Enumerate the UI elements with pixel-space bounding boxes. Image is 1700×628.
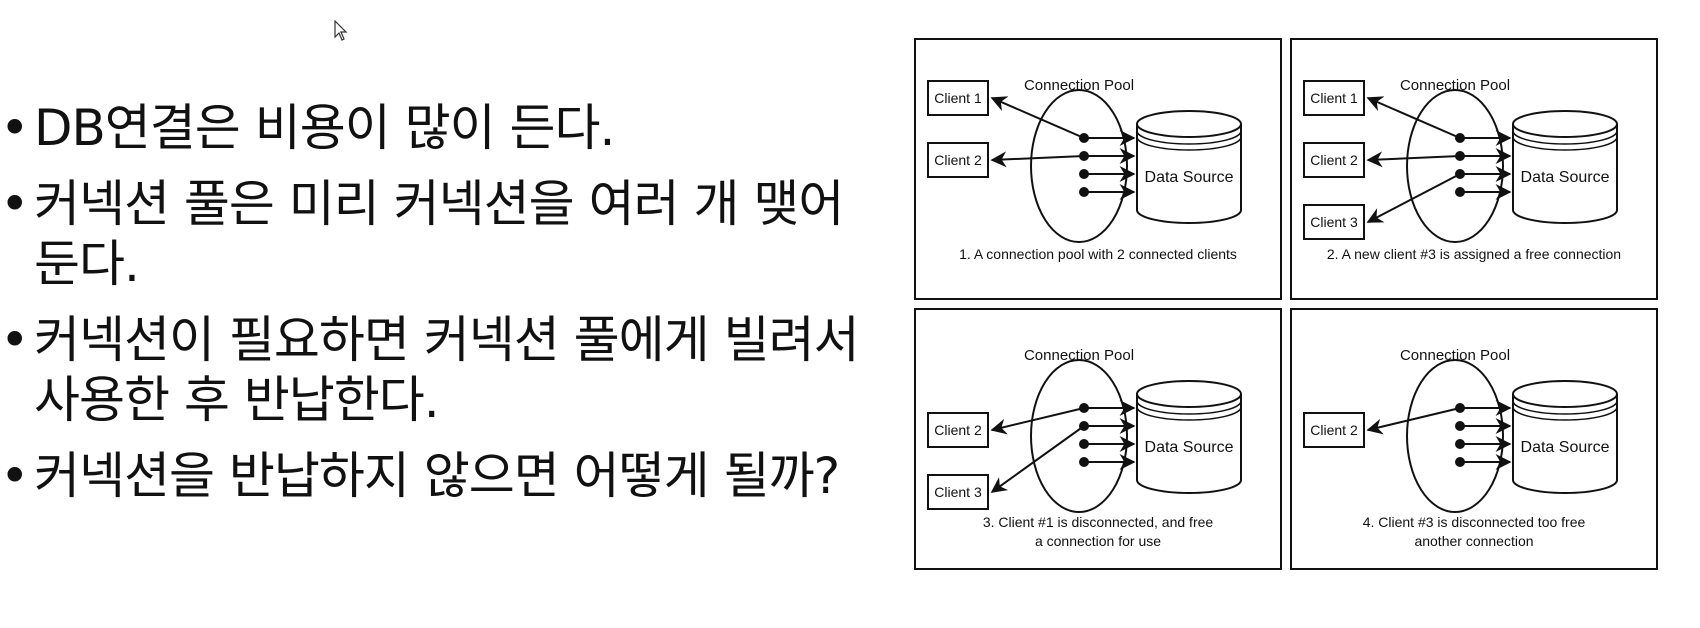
data-source-label: Data Source [1145, 439, 1234, 456]
client-label: Client 2 [1310, 422, 1358, 438]
pool-label: Connection Pool [1024, 347, 1134, 364]
client-box [927, 474, 989, 510]
database-ring [1136, 406, 1242, 421]
database-ring [1512, 406, 1618, 421]
database-ring [1512, 136, 1618, 151]
pool-label: Connection Pool [1400, 77, 1510, 94]
client-link-arrow [990, 407, 1085, 435]
client-label: Client 1 [934, 90, 982, 106]
bullet-item: 커넥션 풀은 미리 커넥션을 여러 개 맺어 둔다. [0, 174, 880, 294]
client-label: Client 1 [1310, 90, 1358, 106]
client-link-arrow [1366, 151, 1461, 168]
client-label: Client 2 [934, 152, 982, 168]
client-box [927, 142, 989, 178]
panel-caption: another connection [1414, 533, 1533, 549]
pool-label: Connection Pool [1024, 77, 1134, 94]
client-box [1303, 204, 1365, 240]
database-top [1136, 380, 1242, 408]
client-box [1303, 142, 1365, 178]
bullet-item: DB연결은 비용이 많이 든다. [0, 98, 880, 158]
database-ring [1136, 400, 1242, 415]
bullet-item: 커넥션이 필요하면 커넥션 풀에게 빌려서 사용한 후 반납한다. [0, 310, 880, 430]
client-label: Client 3 [934, 484, 982, 500]
client-box [1303, 412, 1365, 448]
client-link-arrow [990, 96, 1085, 139]
client-link-arrow [990, 151, 1085, 168]
mouse-pointer-icon [334, 20, 348, 41]
data-source-label: Data Source [1521, 169, 1610, 186]
database-ring [1512, 400, 1618, 415]
panel-caption: 4. Client #3 is disconnected too free [1363, 514, 1586, 530]
client-link-arrow [1366, 173, 1461, 223]
database-top [1512, 380, 1618, 408]
bullet-list: DB연결은 비용이 많이 든다. 커넥션 풀은 미리 커넥션을 여러 개 맺어 … [0, 98, 880, 522]
client-link-arrow [1366, 96, 1461, 139]
data-source-label: Data Source [1521, 439, 1610, 456]
client-label: Client 2 [1310, 152, 1358, 168]
pool-label: Connection Pool [1400, 347, 1510, 364]
database-top [1136, 110, 1242, 138]
client-box [927, 412, 989, 448]
client-link-arrow [1366, 407, 1461, 435]
client-box [1303, 80, 1365, 116]
database-top [1512, 110, 1618, 138]
database-ring [1512, 130, 1618, 145]
client-label: Client 3 [1310, 214, 1358, 230]
panel-caption: 1. A connection pool with 2 connected cl… [959, 246, 1237, 262]
client-box [927, 80, 989, 116]
database-ring [1136, 130, 1242, 145]
panel-caption: 2. A new client #3 is assigned a free co… [1327, 246, 1621, 262]
panel-caption: 3. Client #1 is disconnected, and free [983, 514, 1214, 530]
data-source-label: Data Source [1145, 169, 1234, 186]
client-label: Client 2 [934, 422, 982, 438]
client-link-arrow [990, 425, 1085, 493]
database-ring [1136, 136, 1242, 151]
bullet-item: 커넥션을 반납하지 않으면 어떻게 될까? [0, 446, 880, 506]
panel-caption: a connection for use [1035, 533, 1161, 549]
